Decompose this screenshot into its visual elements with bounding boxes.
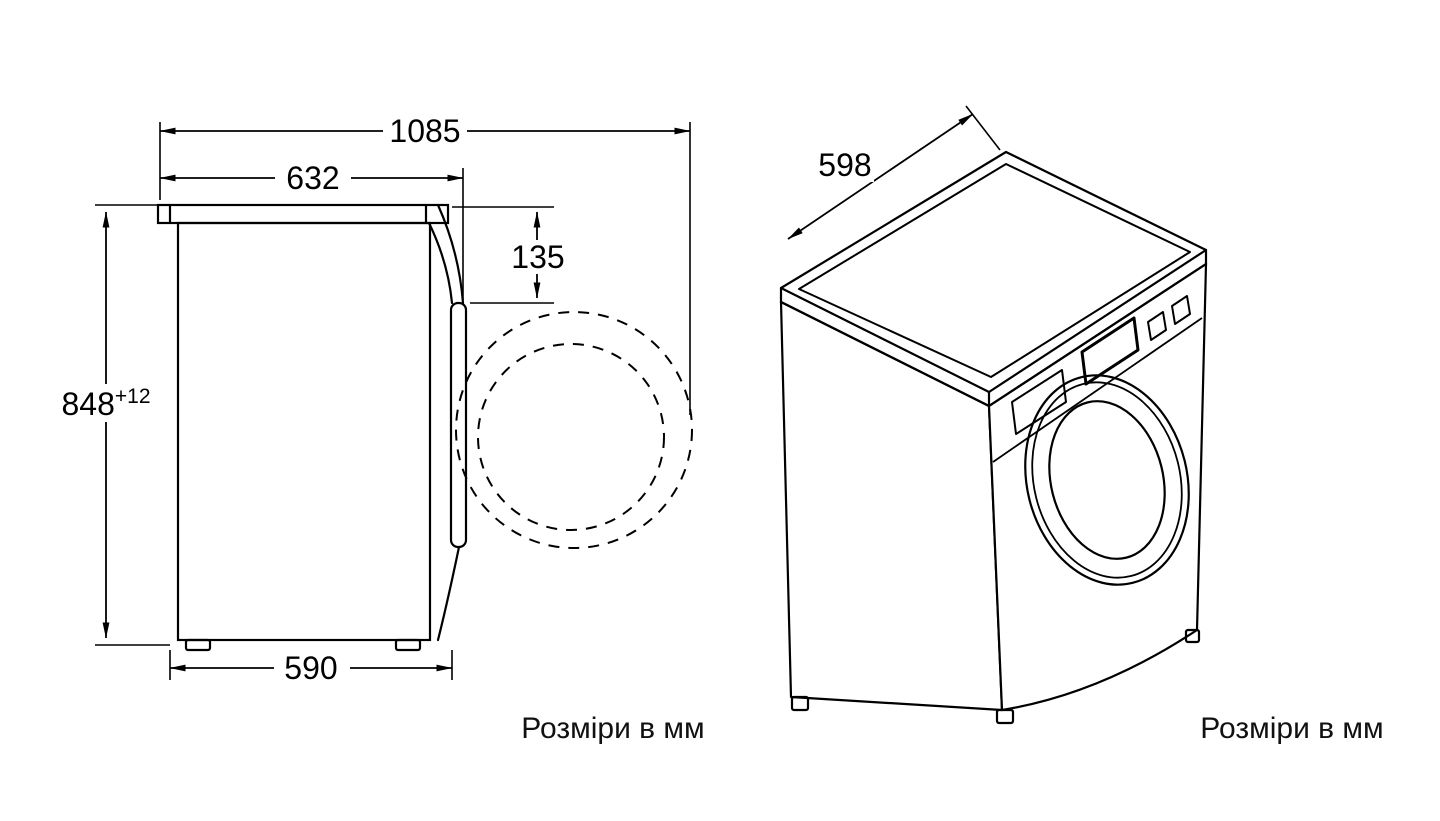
dim-body-depth: 632 xyxy=(159,160,464,300)
door-swing-inner-circle xyxy=(477,343,665,531)
side-view: 1085 632 135 848+12 590 xyxy=(52,113,705,745)
worktop-bottom-left-edge xyxy=(779,300,991,408)
dim-label-door-offset: 135 xyxy=(511,239,564,275)
display-panel xyxy=(1080,316,1140,386)
dim-label-height-main: 848 xyxy=(61,386,114,422)
machine-isometric xyxy=(779,150,1208,725)
label-backplate xyxy=(274,651,350,685)
door-ring-middle xyxy=(1031,381,1183,579)
door-side-profile xyxy=(449,301,468,549)
door-glass xyxy=(1048,400,1166,560)
caption-left: Розміри в мм xyxy=(521,712,704,745)
dim-label-width: 598 xyxy=(818,147,871,183)
dim-height: 848+12 xyxy=(52,204,170,646)
label-backplate xyxy=(383,114,467,148)
dim-label-total-depth: 1085 xyxy=(389,113,460,149)
dim-label-body-depth: 632 xyxy=(286,160,339,196)
dim-door-offset: 135 xyxy=(452,206,576,304)
label-backplate xyxy=(52,384,162,422)
panel-button-1 xyxy=(1147,311,1167,341)
dim-total-depth: 1085 xyxy=(159,113,691,415)
dim-label-height: 848+12 xyxy=(61,385,150,422)
isometric-view: 598 Розміри в мм xyxy=(779,105,1384,745)
detergent-drawer xyxy=(1011,369,1067,435)
dim-label-height-tolerance: +12 xyxy=(115,385,151,408)
foot-left xyxy=(790,695,810,712)
door-swing-circles xyxy=(455,311,693,549)
dim-width: 598 xyxy=(787,105,1001,240)
front-panel-curve-outer xyxy=(436,203,465,305)
dim-line xyxy=(787,113,974,240)
worktop-bottom-front-edge xyxy=(987,262,1208,408)
front-panel-curve-inner xyxy=(427,221,454,305)
foot-rear xyxy=(184,638,212,652)
label-backplate xyxy=(275,161,351,195)
label-backplate xyxy=(500,240,576,274)
caption-right: Розміри в мм xyxy=(1200,712,1383,745)
foot-front xyxy=(394,638,422,652)
ext-line-top xyxy=(965,105,1001,151)
cabinet-body xyxy=(176,221,432,642)
front-lower-curve xyxy=(436,545,461,642)
foot-right xyxy=(1184,628,1201,644)
door-ring-outer xyxy=(1024,374,1190,586)
worktop-side xyxy=(156,203,450,225)
dim-base-depth: 590 xyxy=(169,650,453,686)
front-face xyxy=(987,262,1208,712)
door-swing-outer-circle xyxy=(455,311,693,549)
label-backplate xyxy=(816,150,874,182)
machine-side-profile xyxy=(156,203,468,652)
dim-label-base-depth: 590 xyxy=(284,650,337,686)
foot-front xyxy=(995,708,1015,725)
panel-button-2 xyxy=(1171,295,1191,325)
